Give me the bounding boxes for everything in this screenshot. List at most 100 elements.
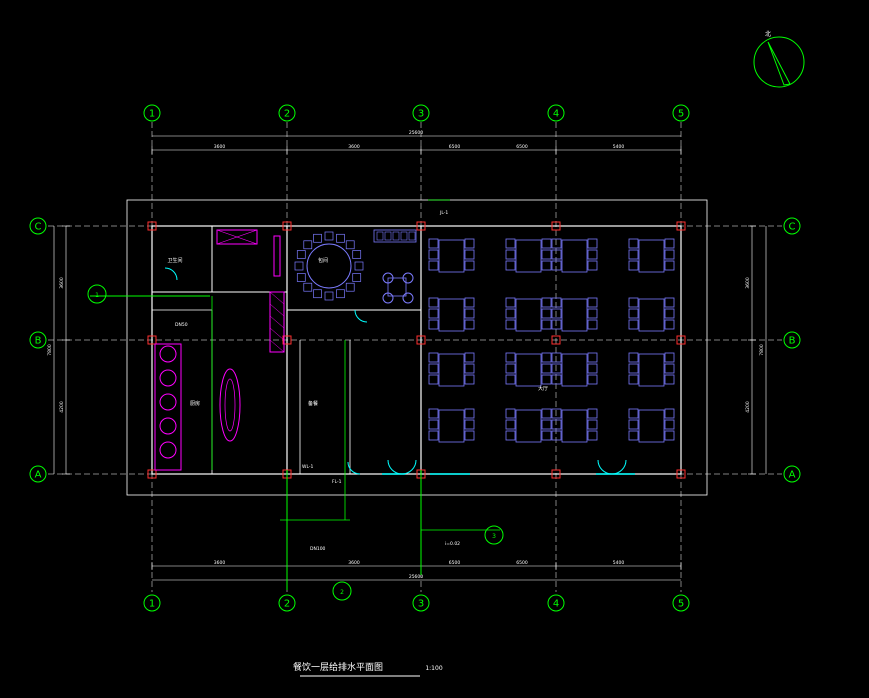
axis-label-3-top: 3 [418,109,424,120]
axis-bubble-4-top [547,104,565,122]
round-table-chair-13 [336,233,345,243]
dining-table-2-2 [561,353,588,387]
room-label-0: 厨房 [190,400,200,407]
dining-table-2-1-chair-l2 [551,319,562,330]
dining-table-1-0-chair-r1 [541,249,552,260]
axis-label-5-bottom: 5 [678,599,684,610]
dining-table-1-3-chair-r2 [541,430,552,441]
dining-table-3-1-chair-r1 [664,308,675,319]
kitchen-counter-mark-4 [269,339,285,353]
dining-table-0-2-chair-r1 [464,363,475,374]
dim-bottom-label-3: 6500 [516,560,528,566]
dining-table-2-0-chair-l2 [551,260,562,271]
dining-table-0-2-chair-l1 [428,363,439,374]
dim-right-total-label: 7800 [759,344,765,356]
column-4A [551,469,561,479]
axis-label-2-top: 2 [284,109,290,120]
dim-top-label-4: 5400 [613,144,625,150]
sideboard-unit-4 [408,231,416,241]
dining-table-1-1-chair-r0 [541,297,552,308]
axis-label-2-bottom: 2 [284,599,290,610]
round-table-chair-2 [345,282,355,292]
dining-table-2-1-chair-l0 [551,297,562,308]
axis-bubble-5-top [672,104,690,122]
dining-table-0-1-chair-l1 [428,308,439,319]
column-2B [282,335,292,345]
axis-label-3-bottom: 3 [418,599,424,610]
dim-total-top-label: 25600 [409,130,423,136]
column-1A [147,469,157,479]
axis-label-1-bottom: 1 [149,599,155,610]
dining-table-3-0 [638,239,665,273]
axis-bubble-B-right [783,331,801,349]
dining-table-1-2-chair-r0 [541,352,552,363]
column-4C [551,221,561,231]
inner-wall-outline [151,225,682,475]
dining-table-2-0-chair-r2 [587,260,598,271]
dining-table-0-3-chair-l2 [428,430,439,441]
dining-table-3-0-chair-l0 [628,238,639,249]
dining-table-1-1-chair-l1 [505,308,516,319]
axis-label-1-top: 1 [149,109,155,120]
dining-table-3-1-chair-l1 [628,308,639,319]
dim-left-label-0: 3600 [59,277,65,289]
door-hall-1-arc-a [387,459,403,475]
round-table-chair-3 [336,289,345,299]
dining-table-3-2-chair-l2 [628,374,639,385]
dim-bottom-label-1: 3600 [348,560,360,566]
dining-table-3-3 [638,409,665,443]
dining-table-3-1-chair-l2 [628,319,639,330]
axis-label-4-bottom: 4 [553,599,559,610]
dining-table-1-1-chair-r1 [541,308,552,319]
dining-table-3-2-chair-r0 [664,352,675,363]
kitchen-counter-side [269,291,285,353]
dining-table-0-3-chair-r1 [464,419,475,430]
axis-label-4-top: 4 [553,109,559,120]
dining-table-3-3-chair-l1 [628,419,639,430]
dining-table-3-1-chair-l0 [628,297,639,308]
axis-bubble-B-left [29,331,47,349]
pipe-bubble-right [484,525,504,545]
dining-table-0-2 [438,353,465,387]
column-5B [676,335,686,345]
dining-table-3-1-chair-r2 [664,319,675,330]
drawing-scale: 1:100 [425,665,442,672]
column-3B [416,335,426,345]
column-1B [147,335,157,345]
round-table-chair-15 [352,250,362,259]
small-table-chair-2 [382,292,394,304]
stove-burner-0 [159,345,177,363]
axis-bubble-A-left [29,465,47,483]
small-table-chair-1 [402,272,414,284]
axis-label-B-left: B [35,336,42,347]
dining-table-0-1 [438,298,465,332]
dining-table-2-1-chair-r2 [587,319,598,330]
pipe-label-2: FL-1 [332,479,342,485]
column-4B [551,335,561,345]
round-table-chair-7 [296,273,306,282]
north-arrow-pointer [767,41,791,86]
dining-table-0-1-chair-r1 [464,308,475,319]
dining-table-2-1-chair-l1 [551,308,562,319]
dim-top-label-0: 3600 [214,144,226,150]
door-hall-1-arc-b [401,459,417,475]
dining-table-1-3 [515,409,542,443]
dining-table-1-3-chair-l2 [505,430,516,441]
dining-table-1-0-chair-l0 [505,238,516,249]
dining-table-0-1-chair-r2 [464,319,475,330]
axis-label-C-left: C [35,222,42,233]
dining-table-1-1-chair-l0 [505,297,516,308]
axis-bubble-C-right [783,217,801,235]
axis-bubble-1-top [143,104,161,122]
round-table-chair-9 [296,250,306,259]
dining-table-3-0-chair-r2 [664,260,675,271]
stove-burner-1 [159,369,177,387]
dining-table-2-3 [561,409,588,443]
dining-table-0-3-chair-r0 [464,408,475,419]
pipe-bubble-bottom-label: 2 [340,589,344,596]
dining-table-3-0-chair-l2 [628,260,639,271]
dining-table-0-1-chair-l0 [428,297,439,308]
small-table [387,277,407,297]
dim-top-label-3: 6500 [516,144,528,150]
